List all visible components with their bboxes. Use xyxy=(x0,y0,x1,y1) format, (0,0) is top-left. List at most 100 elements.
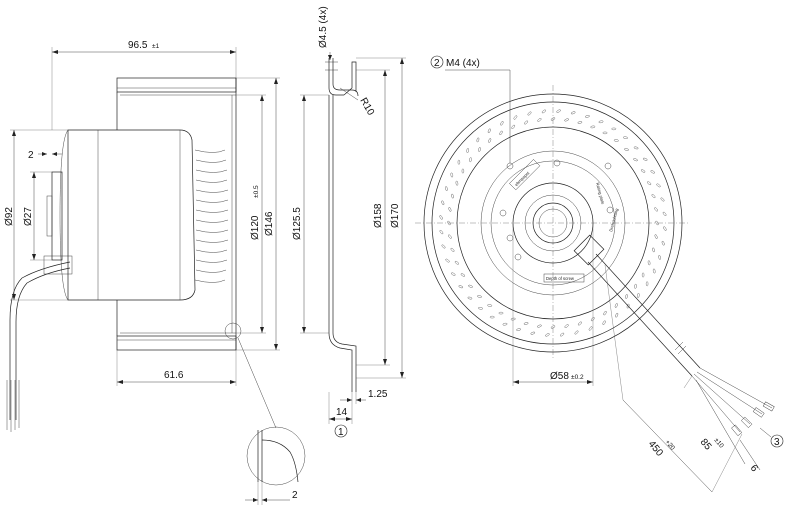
blade-slot xyxy=(591,317,595,322)
front-view: ebmpapst Depth of screw Drehrichtung Rat… xyxy=(415,55,784,493)
blade-slot xyxy=(654,207,658,212)
blade-slot xyxy=(570,111,576,115)
blade-slot xyxy=(615,312,619,318)
dim-overall-length-tol: ±1 xyxy=(152,43,160,50)
blade-slot xyxy=(441,244,446,249)
label-rotation: Drehrichtung xyxy=(608,207,619,232)
blade-slot xyxy=(613,139,619,142)
blade-slot xyxy=(445,186,448,191)
blade-slot xyxy=(499,130,503,136)
blade-slot xyxy=(564,324,569,328)
blade-slot xyxy=(633,158,638,162)
blade-slot xyxy=(647,260,651,266)
blade-slot xyxy=(656,183,661,188)
blade-slot xyxy=(651,194,656,199)
blade-slot xyxy=(445,258,450,263)
callout-bubble-1 xyxy=(334,424,348,438)
dim-dia-125-5: Ø125.5 xyxy=(292,207,303,240)
blade-slot xyxy=(662,211,667,216)
blade-slot xyxy=(458,285,464,289)
blade-slot xyxy=(523,322,529,325)
dim-cable-length: 450 xyxy=(646,439,665,459)
callout-bubble-2 xyxy=(430,55,444,69)
dim-61-6: 61.6 xyxy=(164,370,184,381)
blade-slot xyxy=(564,118,569,122)
dim-dia-58-tol: ±0.2 xyxy=(571,374,584,381)
blade-slot xyxy=(439,215,443,220)
label-ebmpapst: ebmpapst xyxy=(514,170,531,187)
blade-slot xyxy=(650,170,655,174)
blade-slot xyxy=(468,284,473,288)
dim-dia-27: Ø27 xyxy=(23,207,34,226)
blade-slot xyxy=(550,325,556,329)
callout-1: 1 xyxy=(338,427,344,438)
dim-14: 14 xyxy=(336,407,348,418)
blade-slot xyxy=(461,168,465,174)
blade-slot xyxy=(614,303,618,308)
dim-dia-170: Ø170 xyxy=(390,203,401,228)
blade-slot xyxy=(455,180,459,186)
callout-bubble-3 xyxy=(770,434,784,448)
blade-slot xyxy=(623,136,628,139)
blade-slot xyxy=(537,324,542,328)
blade-slot xyxy=(447,220,451,226)
blade-slot xyxy=(476,137,480,143)
blade-slot xyxy=(577,321,582,326)
blade-slot xyxy=(516,328,521,331)
dim-overall-length: 96.5 xyxy=(128,40,148,51)
blade-slot xyxy=(652,268,656,274)
blade-slot xyxy=(457,159,461,165)
dim-2-detail: 2 xyxy=(292,490,298,501)
dim-dia-158: Ø158 xyxy=(373,203,384,228)
blade-slot xyxy=(441,200,445,206)
blade-slot xyxy=(645,281,649,287)
dim-dia-146: Ø146 xyxy=(264,211,275,236)
blade-slot xyxy=(588,326,593,331)
blade-slot xyxy=(661,240,665,246)
dim-cable-length-tol: +20 xyxy=(663,439,676,452)
blade-slot xyxy=(658,255,661,260)
blade-slot xyxy=(498,311,504,315)
label-depth: Depth of screw xyxy=(546,276,575,281)
dim-strip-length: 85 xyxy=(698,437,714,453)
blade-slot xyxy=(451,272,456,276)
blade-slot xyxy=(545,333,550,337)
detail-view: 2 xyxy=(245,426,306,505)
dim-radius: R10 xyxy=(357,96,376,118)
blade-slot xyxy=(460,273,466,277)
dim-strip-length-tol: ±10 xyxy=(712,437,725,450)
blade-slot xyxy=(439,230,444,235)
blade-slot xyxy=(541,109,546,114)
blade-slot xyxy=(451,193,454,199)
blade-slot xyxy=(469,157,472,163)
blade-slot xyxy=(641,272,645,278)
blade-slot xyxy=(500,121,504,126)
blade-slot xyxy=(577,121,583,124)
blade-slot xyxy=(626,303,630,309)
blade-slot xyxy=(489,315,495,319)
blade-slot xyxy=(624,148,629,151)
blade-slot xyxy=(625,294,628,299)
dim-dia-58: Ø58 xyxy=(550,371,569,382)
blade-slot xyxy=(556,109,561,113)
blade-slot xyxy=(603,310,607,316)
blade-slot xyxy=(478,307,483,310)
blade-slot xyxy=(652,247,655,253)
callout-3: 3 xyxy=(774,437,780,448)
blade-slot xyxy=(467,296,473,300)
blade-slot xyxy=(642,157,648,161)
blade-slot xyxy=(590,125,596,129)
label-rating: Rating plate xyxy=(595,182,606,206)
blade-slot xyxy=(647,181,652,185)
blade-slot xyxy=(511,124,515,129)
blade-slot xyxy=(634,283,637,289)
blade-slot xyxy=(574,330,579,335)
dim-dia-120-tol: ±0.5 xyxy=(253,185,260,198)
dim-thread: M4 (4x) xyxy=(446,58,480,69)
blade-slot xyxy=(450,172,454,178)
blade-slot xyxy=(478,147,481,152)
blade-slot xyxy=(640,169,646,173)
blade-slot xyxy=(654,234,658,239)
blade-slot xyxy=(602,320,606,325)
